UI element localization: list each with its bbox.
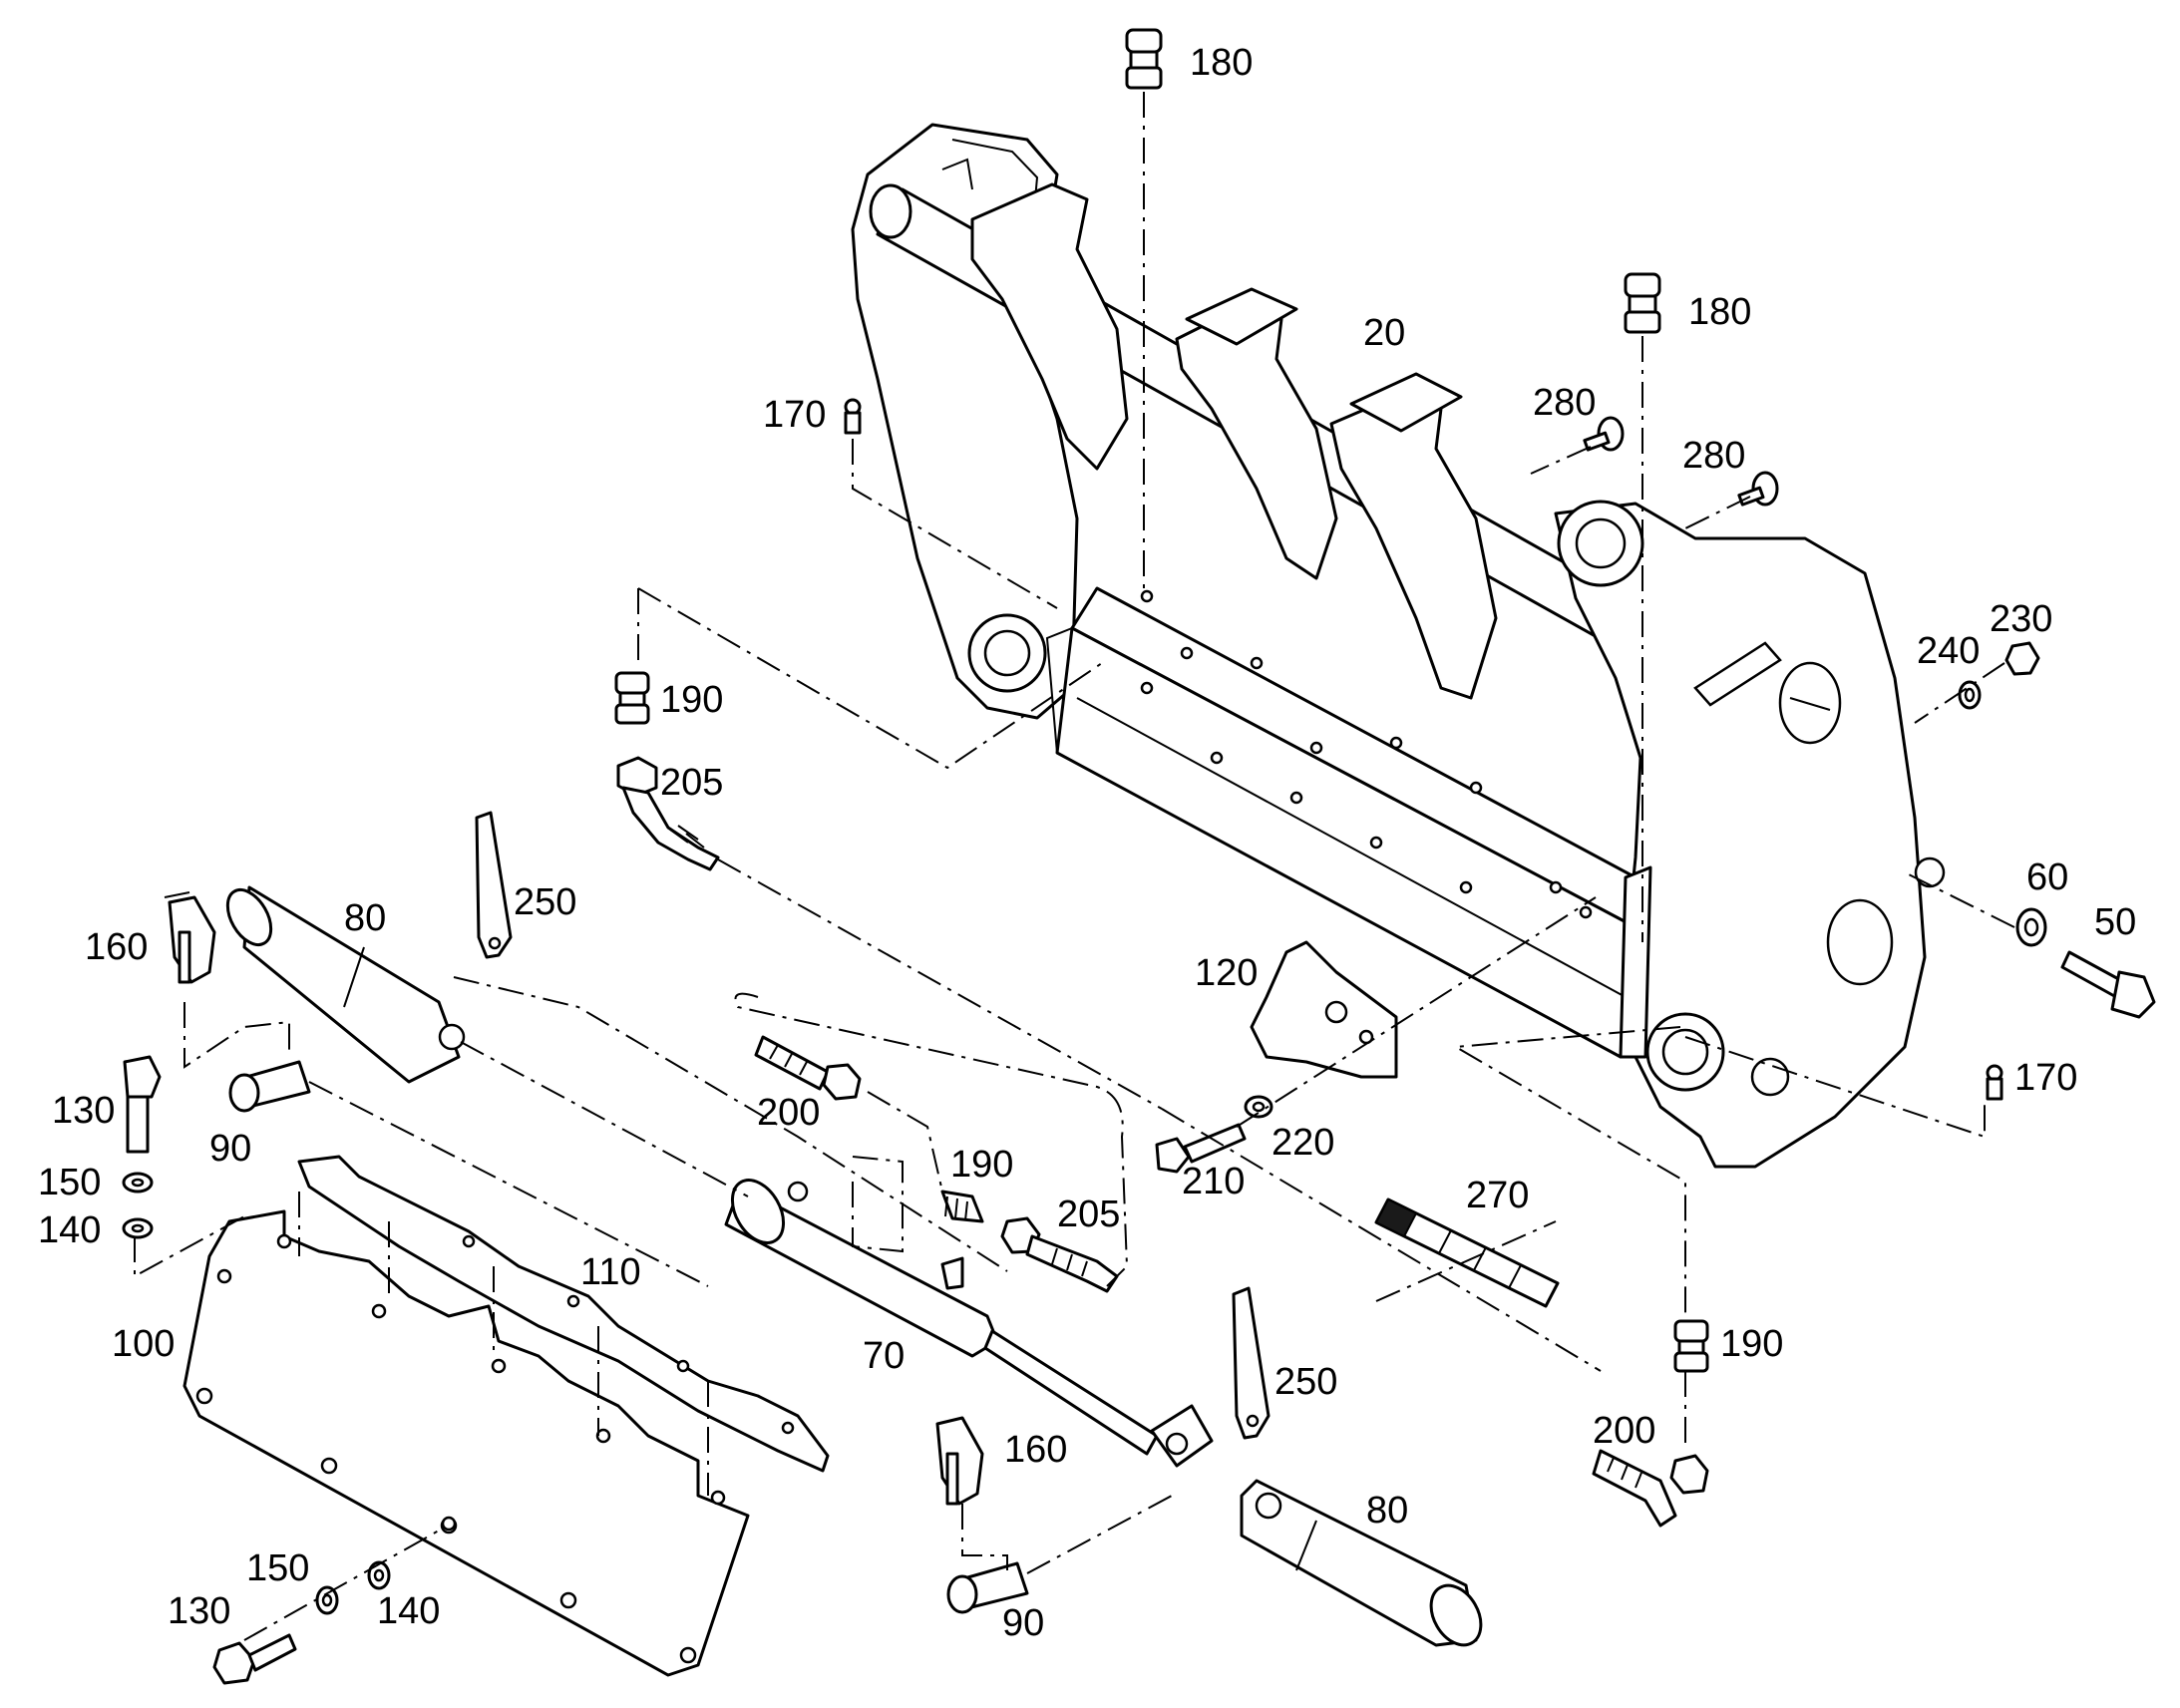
grease-nipple-180-right: [1624, 272, 1661, 334]
elbow-fitting-205-left: [616, 756, 720, 871]
bush-90-upper: [228, 1060, 311, 1113]
quick-coupler-frame: [851, 123, 1946, 1169]
cover-plate-100: [182, 1209, 750, 1677]
bolt-130-upper: [123, 1055, 162, 1154]
callout-70: 70: [863, 1335, 905, 1377]
callout-160: 160: [1004, 1429, 1067, 1471]
fitting-190-right: [1673, 1319, 1709, 1373]
pin-80-upper: [225, 885, 466, 1084]
washer-150-upper: [122, 1172, 154, 1194]
screw-280-a: [1583, 416, 1625, 452]
fitting-190-middle: [940, 1190, 984, 1223]
callout-230: 230: [1990, 598, 2052, 640]
callout-270: 270: [1466, 1175, 1529, 1216]
callout-130: 130: [168, 1590, 230, 1632]
assembly-leader-lines: [134, 92, 2015, 1641]
callout-50: 50: [2094, 901, 2136, 943]
callout-60: 60: [2026, 856, 2068, 898]
callout-250: 250: [1274, 1361, 1337, 1403]
callout-110: 110: [580, 1251, 641, 1293]
callout-200: 200: [757, 1092, 820, 1134]
washer-60: [2015, 907, 2047, 947]
callout-80: 80: [1366, 1490, 1408, 1532]
bolt-50: [2060, 950, 2156, 1019]
fitting-200-middle: [754, 1035, 862, 1101]
callout-130: 130: [52, 1090, 115, 1132]
grease-nipple-180-top: [1125, 28, 1163, 90]
lock-pin-160-upper: [164, 891, 216, 984]
callout-20: 20: [1363, 312, 1405, 354]
callout-190: 190: [1720, 1323, 1783, 1365]
callout-170: 170: [2014, 1057, 2077, 1099]
nut-230: [2004, 641, 2040, 676]
callout-80: 80: [344, 897, 386, 939]
strip-110: [297, 1155, 830, 1473]
bracket-120: [1250, 940, 1398, 1079]
hydraulic-cylinder-70: [724, 1179, 1214, 1468]
washer-220: [1244, 1095, 1273, 1119]
callout-160: 160: [85, 926, 148, 968]
callout-150: 150: [246, 1547, 309, 1589]
callout-150: 150: [38, 1162, 101, 1203]
callout-120: 120: [1195, 952, 1258, 994]
fitting-205-middle: [1000, 1216, 1119, 1293]
bolt-130-lower: [212, 1633, 297, 1685]
screw-280-b: [1737, 471, 1779, 507]
callout-90: 90: [209, 1128, 251, 1170]
callout-140: 140: [38, 1209, 101, 1251]
callout-170: 170: [763, 394, 826, 436]
callout-140: 140: [377, 1590, 440, 1632]
callout-200: 200: [1593, 1410, 1655, 1452]
washer-140-upper: [122, 1217, 154, 1239]
callout-90: 90: [1002, 1602, 1044, 1644]
callout-100: 100: [112, 1323, 175, 1365]
handle-250-upper: [475, 811, 513, 959]
lock-pin-160-lower: [935, 1416, 984, 1506]
callout-280: 280: [1533, 382, 1596, 424]
callout-205: 205: [660, 762, 723, 804]
handle-250-lower: [1232, 1286, 1271, 1440]
callout-190: 190: [660, 679, 723, 721]
callout-210: 210: [1182, 1161, 1245, 1202]
callout-190: 190: [950, 1144, 1013, 1186]
callout-180: 180: [1688, 291, 1751, 333]
elbow-fitting-200-right: [1592, 1449, 1709, 1528]
callout-240: 240: [1917, 630, 1980, 672]
callout-280: 280: [1682, 435, 1745, 477]
decal-270: [1374, 1197, 1560, 1308]
washer-150-lower: [315, 1585, 339, 1615]
grease-fitting-170-right: [1986, 1064, 2003, 1101]
washer-240: [1958, 680, 1982, 710]
callout-250: 250: [514, 881, 576, 923]
bolt-210: [1155, 1123, 1247, 1174]
callout-205: 205: [1057, 1194, 1120, 1235]
bush-90-lower: [946, 1561, 1029, 1614]
pin-80-lower: [1240, 1479, 1483, 1647]
callout-labels: 180 180 20 170 280 280 230 240 190 205 2…: [38, 42, 2136, 1644]
callout-180: 180: [1190, 42, 1253, 84]
fitting-190-left: [614, 671, 650, 725]
grease-fitting-170-left: [844, 398, 862, 435]
callout-220: 220: [1272, 1122, 1334, 1164]
washer-140-lower: [367, 1560, 391, 1590]
